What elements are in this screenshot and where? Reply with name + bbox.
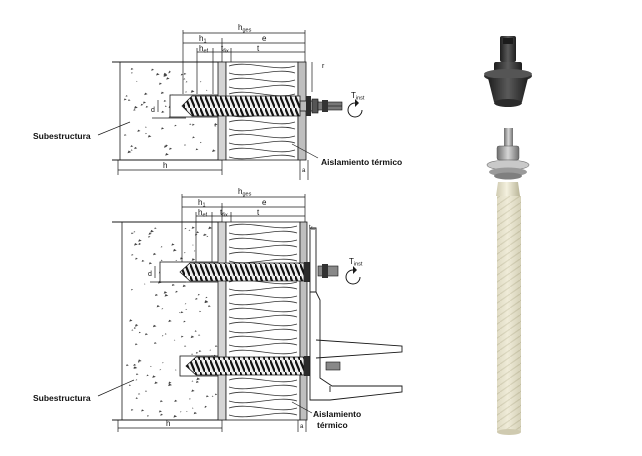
bottom-plaster-layer	[217, 221, 227, 421]
top-threaded-rod	[181, 95, 319, 117]
dark-cap-fitting	[484, 36, 532, 107]
top-dim-r: r	[322, 63, 325, 70]
top-nut	[306, 96, 343, 116]
bottom-dim-tfix-small: tfix	[309, 225, 316, 231]
bottom-dim-h1: h1	[198, 198, 206, 209]
top-dim-tfix: tfix	[221, 44, 229, 55]
bottom-threaded-rod-1	[179, 262, 339, 282]
top-dim-t: t	[257, 44, 260, 53]
bottom-insulation	[225, 221, 301, 421]
bottom-dim-hges: hges	[238, 187, 252, 198]
bottom-dim-hef: hef	[198, 208, 208, 219]
long-threaded-rod	[496, 182, 521, 435]
bottom-label-substructure: Subestructura	[33, 393, 91, 403]
bottom-torque-label: Tinst	[349, 257, 363, 268]
bottom-label-insulation-1: Aislamiento	[313, 409, 361, 419]
top-label-substructure: Subestructura	[33, 131, 91, 141]
steel-bolt-and-nut	[486, 128, 530, 180]
bottom-l-bracket	[309, 227, 403, 401]
top-label-insulation: Aislamiento térmico	[321, 157, 402, 167]
top-dim-hges: hges	[238, 23, 252, 34]
bottom-dim-h: h	[166, 419, 170, 428]
top-dimensions	[97, 30, 319, 180]
bottom-threaded-rod-2	[185, 356, 341, 376]
top-dim-e: e	[262, 34, 267, 43]
bottom-dim-a: a	[300, 424, 304, 430]
top-torque-label: Tinst	[351, 91, 365, 102]
top-torque-arc-icon	[347, 102, 363, 118]
bottom-concrete-block	[112, 221, 223, 421]
bottom-dim-tfix: tfix	[220, 208, 228, 219]
bottom-facade-plate	[299, 221, 308, 421]
anchor-product-photo	[484, 36, 532, 435]
bottom-dim-e: e	[262, 198, 267, 207]
bottom-dim-t: t	[257, 208, 260, 217]
bottom-label-insulation-2: térmico	[317, 420, 348, 430]
top-dim-h: h	[163, 161, 167, 170]
bottom-dimensions	[97, 194, 313, 432]
top-dim-d: d	[151, 107, 155, 114]
bottom-drawing: hges h1 e hef tfix t tfix h d a Tinst Su…	[33, 187, 403, 432]
bottom-dim-d: d	[148, 271, 152, 278]
top-drawing: hges h1 e hef tfix t h d r a Tinst Subes…	[33, 23, 402, 180]
top-dim-h1: h1	[199, 34, 207, 45]
bottom-torque-arc-icon	[345, 269, 361, 285]
top-dim-a: a	[302, 168, 306, 174]
top-dim-hef: hef	[199, 44, 209, 55]
